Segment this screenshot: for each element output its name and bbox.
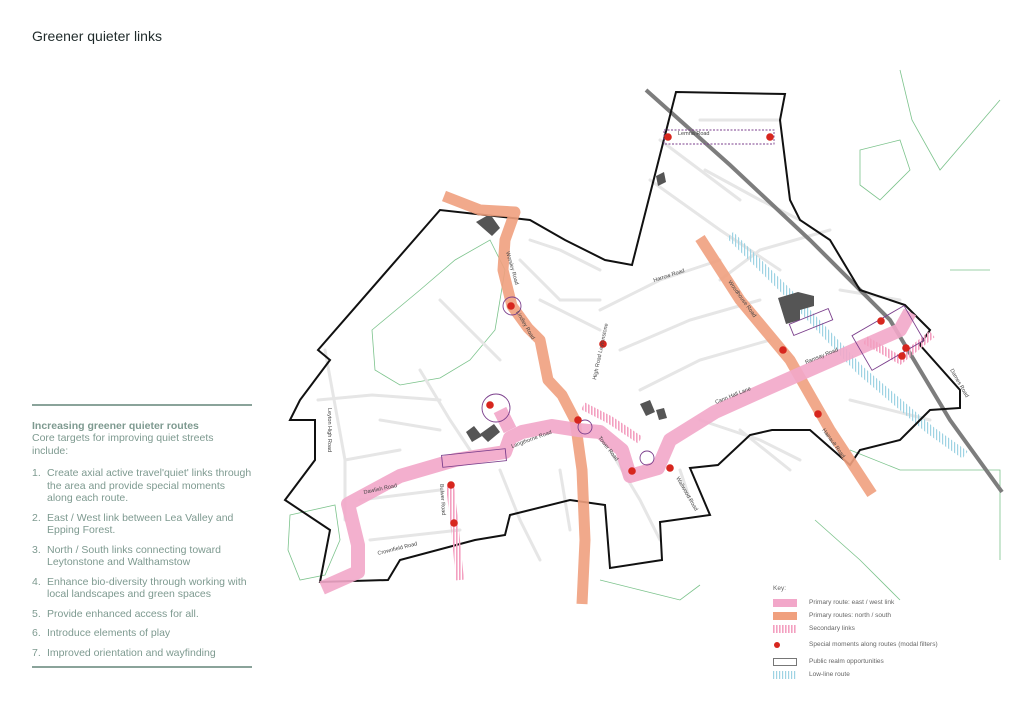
target-item: 5. Provide enhanced access for all.: [32, 608, 252, 621]
label-woodhouse-road: Woodhouse Road: [726, 280, 757, 319]
landmark-buildings: [466, 172, 814, 442]
targets-panel: Increasing greener quieter routes Core t…: [32, 404, 252, 668]
key-title: Key:: [773, 585, 787, 592]
label-lemna-road: Lemna Road: [678, 131, 710, 137]
label-dames-road: Dames Road: [948, 368, 969, 399]
panel-intro: Core targets for improving quiet streets…: [32, 432, 214, 457]
target-number: 1.: [32, 467, 41, 479]
primary-east-west-swatch: [773, 598, 797, 607]
key-item-primary-east-west: Primary route: east / west link: [773, 596, 973, 609]
key-item-special-moments: Special moments along routes (modal filt…: [773, 635, 973, 655]
target-text: Improved orientation and wayfinding: [47, 646, 216, 659]
key-item-public-realm: Public realm opportunities: [773, 655, 973, 668]
key-item-low-line: Low-line route: [773, 668, 973, 681]
panel-top-rule: [32, 404, 252, 406]
target-item: 3. North / South links connecting toward …: [32, 544, 252, 569]
target-item: 7. Improved orientation and wayfinding: [32, 647, 252, 660]
study-area-boundary: [283, 90, 961, 584]
target-item: 6. Introduce elements of play: [32, 627, 252, 640]
target-text: North / South links connecting toward Le…: [47, 543, 221, 569]
label-leyton-high-road: Leyton High Road: [326, 408, 332, 452]
panel-bottom-rule: [32, 666, 252, 668]
key-label: Low-line route: [809, 670, 850, 678]
target-text: East / West link between Lea Valley and …: [47, 511, 234, 537]
key-label: Special moments along routes (modal filt…: [809, 641, 938, 649]
target-text: Enhance bio-diversity through working wi…: [47, 575, 247, 601]
target-text: Provide enhanced access for all.: [47, 607, 199, 620]
target-number: 3.: [32, 543, 41, 556]
green-spaces: [287, 69, 1001, 601]
map-key: Key: Primary route: east / west link Pri…: [773, 585, 973, 681]
special-moment-swatch: [774, 642, 780, 648]
railway-line: [644, 88, 1004, 494]
panel-heading: Increasing greener quieter routes: [32, 420, 199, 432]
target-number: 2.: [32, 511, 41, 524]
secondary-links-swatch: [773, 624, 797, 633]
target-item: 2. East / West link between Lea Valley an…: [32, 512, 252, 537]
label-bulwer-road: Bulwer Road: [438, 484, 446, 516]
public-realm-swatch: [773, 657, 797, 666]
target-number: 7.: [32, 646, 41, 659]
key-item-primary-north-south: Primary routes: north / south: [773, 609, 973, 622]
primary-route-east-west: [319, 308, 917, 595]
key-label: Public realm opportunities: [809, 657, 884, 665]
street-network: [316, 118, 932, 562]
key-label: Primary route: east / west link: [809, 598, 895, 606]
label-high-road-leytonstone: High Road Leytonstone: [592, 323, 610, 380]
key-label: Primary routes: north / south: [809, 611, 892, 619]
targets-list: 1. Create axial active travel'quiet' link…: [32, 467, 252, 659]
low-line-swatch: [773, 670, 797, 679]
target-number: 5.: [32, 607, 41, 620]
target-text: Create axial active travel'quiet' links …: [47, 467, 252, 504]
primary-routes-north-south: [442, 190, 877, 605]
special-moments: [447, 133, 910, 527]
label-crownfield-road: Crownfield Road: [377, 541, 418, 557]
label-harrow-road: Harrow Road: [653, 268, 686, 284]
page-title: Greener quieter links: [32, 28, 162, 44]
primary-north-south-swatch: [773, 611, 797, 620]
target-text: Introduce elements of play: [47, 627, 171, 639]
key-label: Secondary links: [809, 624, 855, 632]
key-item-secondary-links: Secondary links: [773, 622, 973, 635]
target-item: 1. Create axial active travel'quiet' link…: [32, 467, 252, 505]
target-item: 4. Enhance bio-diversity through working …: [32, 576, 252, 601]
target-number: 4.: [32, 575, 41, 588]
target-number: 6.: [32, 627, 41, 639]
low-line-route: [726, 231, 968, 459]
